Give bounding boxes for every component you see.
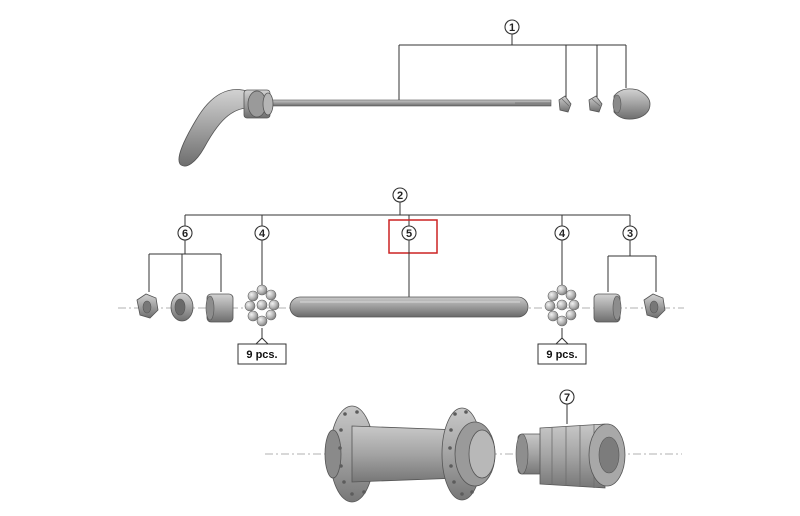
right-bearing-balls — [544, 284, 580, 327]
quick-release-lever — [178, 89, 251, 167]
left-cone — [205, 293, 234, 323]
callout-6-leaders — [148, 240, 222, 292]
left-lock-nut — [136, 293, 159, 319]
axle-assembly: 2 6 4 — [118, 187, 684, 365]
spoke-holes — [338, 410, 474, 496]
right-cone — [593, 293, 622, 323]
callout-6: 6 — [177, 225, 193, 241]
hub-body-assembly: 7 — [265, 389, 682, 503]
callout-5-highlight-box — [388, 219, 438, 254]
quantity-left-text: 9 pcs. — [246, 349, 277, 361]
quantity-label-left: 9 pcs. — [237, 328, 287, 365]
callout-7: 7 — [559, 389, 575, 424]
callout-7-number: 7 — [564, 392, 570, 404]
cam-housing — [243, 89, 274, 119]
callout-1: 1 — [504, 19, 520, 35]
callout-3: 3 — [622, 225, 638, 241]
callout-4-left-number: 4 — [259, 228, 266, 240]
callout-4-right: 4 — [554, 225, 570, 286]
skewer-spring-2 — [588, 95, 603, 113]
right-lock-nut — [643, 293, 666, 319]
quantity-label-right: 9 pcs. — [537, 328, 587, 365]
callout-5: 5 — [388, 219, 438, 297]
quick-release-assembly: 1 — [178, 19, 651, 167]
skewer-rod — [267, 99, 552, 107]
callout-6-number: 6 — [182, 228, 188, 240]
callout-2-number: 2 — [397, 190, 403, 202]
callout-4-left: 4 — [254, 225, 270, 286]
callout-1-number: 1 — [509, 22, 515, 34]
skewer-spring-1 — [558, 95, 572, 113]
callout-2: 2 — [392, 187, 408, 203]
adjusting-nut — [612, 88, 651, 120]
callout-3-leaders — [607, 240, 657, 292]
hub-axle — [289, 296, 529, 318]
callout-1-leaders — [398, 34, 627, 100]
freehub-body — [515, 423, 626, 489]
hub-shell — [324, 405, 496, 503]
callout-3-number: 3 — [627, 228, 633, 240]
quantity-right-text: 9 pcs. — [546, 349, 577, 361]
callout-5-number: 5 — [406, 228, 412, 240]
callout-2-leaders — [184, 202, 631, 226]
left-washer — [170, 292, 194, 322]
left-bearing-balls — [244, 284, 280, 327]
callout-4-right-number: 4 — [559, 228, 566, 240]
